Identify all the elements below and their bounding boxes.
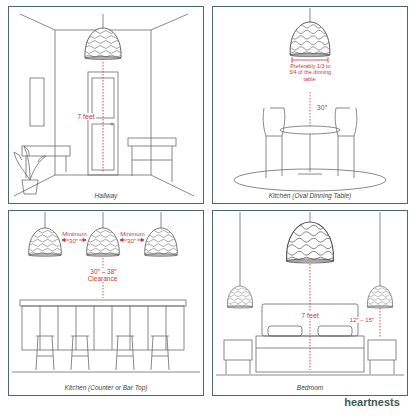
dimension-label: 12″ – 15″ xyxy=(346,317,378,324)
dimension-text: Preferably 1/3 to 3/4 of the dinning tab… xyxy=(289,63,331,82)
dimension-label: 30″ xyxy=(314,104,330,112)
room-caption: Kitchen (Counter or Bar Top) xyxy=(9,384,203,391)
room-panel: Kitchen (Counter or Bar Top) xyxy=(8,210,204,396)
dimension-text: 7 feet xyxy=(76,113,96,120)
dimension-label: 30″ – 38″ Clearance xyxy=(79,268,127,283)
dimension-text: 30″ – 38″ Clearance xyxy=(88,268,119,282)
dimension-label: 7 feet xyxy=(73,113,99,121)
room-panel: Hallway xyxy=(8,6,204,204)
dimension-text: Minimum 30″ xyxy=(119,231,144,244)
dimension-text: 30″ xyxy=(316,104,328,111)
room-caption: Bedroom xyxy=(213,384,407,391)
dimension-label: 7 feet xyxy=(295,312,325,320)
room-caption: Hallway xyxy=(9,192,203,199)
dimension-label: Minimum 30″ xyxy=(59,231,89,245)
dimension-text: Minimum 30″ xyxy=(61,231,86,244)
dimension-text: 12″ – 15″ xyxy=(349,317,375,323)
room-panel: Kitchen (Oval Dinning Table) xyxy=(212,6,408,204)
watermark: heartnests xyxy=(335,396,409,409)
dimension-text: 7 feet xyxy=(300,312,320,319)
dimension-label: Preferably 1/3 to 3/4 of the dinning tab… xyxy=(288,63,332,82)
room-panel: Bedroom xyxy=(212,210,408,396)
dimension-label: Minimum 30″ xyxy=(117,231,147,245)
room-caption: Kitchen (Oval Dinning Table) xyxy=(213,192,407,199)
watermark-text: heartnests xyxy=(343,396,401,408)
